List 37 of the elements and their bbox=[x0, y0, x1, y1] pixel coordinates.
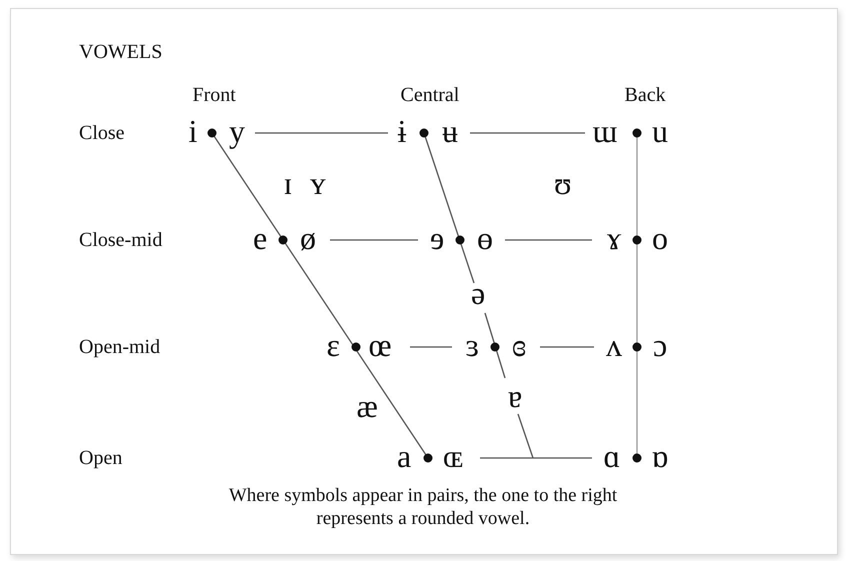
row-heading: Open-mid bbox=[79, 337, 160, 357]
vowel-symbol: ɛ bbox=[326, 329, 340, 361]
vowel-symbol: a bbox=[397, 440, 412, 472]
vowel-symbol: i bbox=[188, 115, 198, 147]
vowel-symbol: ø bbox=[300, 222, 316, 254]
chart-title: VOWELS bbox=[79, 42, 162, 62]
vowel-symbol: æ bbox=[356, 390, 378, 422]
vowel-symbol: ɑ bbox=[604, 440, 620, 472]
vowel-symbol: ɤ bbox=[607, 222, 622, 254]
vowel-symbol: œ bbox=[368, 329, 392, 361]
column-heading: Front bbox=[192, 85, 236, 105]
vowel-symbol: ɔ bbox=[653, 329, 668, 361]
vowel-symbol: ɒ bbox=[652, 440, 668, 472]
vowel-symbol: ʉ bbox=[442, 115, 458, 147]
vowel-symbol: ɘ bbox=[430, 222, 444, 254]
vowel-symbol: ɞ bbox=[512, 329, 526, 361]
row-heading: Close bbox=[79, 123, 125, 143]
vowel-symbol: ɯ bbox=[592, 115, 618, 147]
vowel-symbol: ɨ bbox=[398, 115, 406, 147]
column-heading: Back bbox=[624, 85, 666, 105]
row-heading: Close-mid bbox=[79, 230, 162, 250]
vowel-symbol: ɶ bbox=[443, 440, 464, 472]
vowel-symbol: u bbox=[652, 115, 668, 147]
row-heading: Open bbox=[79, 448, 122, 468]
vowel-symbol: y bbox=[229, 115, 245, 147]
column-heading: Central bbox=[400, 85, 460, 105]
vowel-symbol: ɜ bbox=[466, 329, 479, 361]
vowel-symbol: o bbox=[652, 222, 668, 254]
vowel-symbol: e bbox=[253, 222, 268, 254]
caption: Where symbols appear in pairs, the one to the right represents a rounded vowel. bbox=[228, 484, 618, 530]
vowel-symbol: ɵ bbox=[477, 222, 493, 254]
vowel-symbol: ʊ bbox=[554, 167, 572, 199]
vowel-symbol: ɐ bbox=[508, 380, 522, 412]
vowel-symbol: ʌ bbox=[606, 329, 622, 361]
vowel-symbol: ɪ bbox=[284, 167, 292, 199]
vowel-symbol: ʏ bbox=[310, 167, 326, 199]
vowel-symbol: ə bbox=[471, 277, 486, 309]
